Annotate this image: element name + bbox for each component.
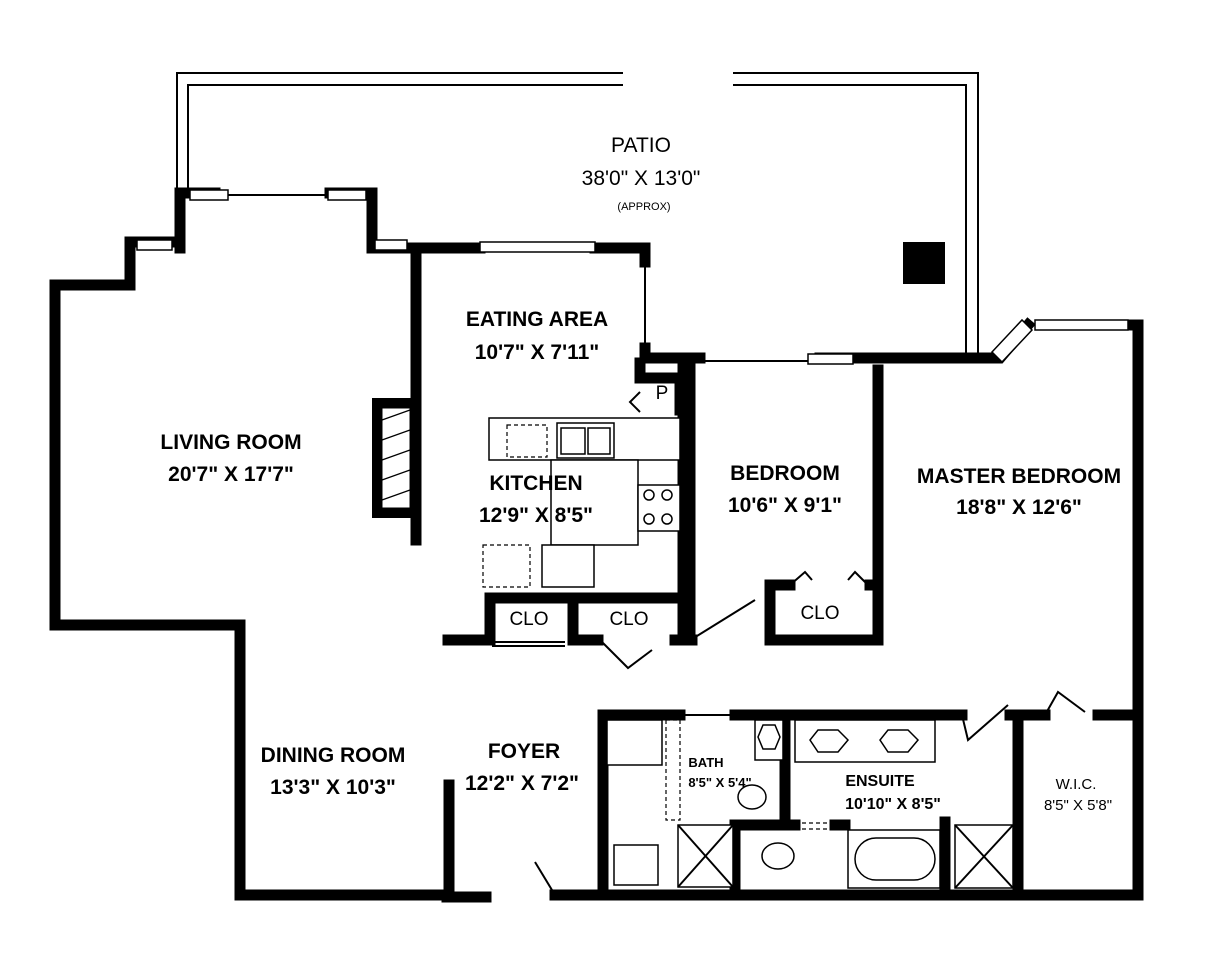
fridge — [482, 544, 531, 588]
patio-name: PATIO — [611, 134, 671, 157]
washer — [606, 719, 663, 766]
windows — [136, 189, 1129, 365]
wic-dims: 8'5" X 5'8" — [1044, 797, 1112, 814]
ensuite-name: ENSUITE — [845, 773, 915, 790]
wic-name: W.I.C. — [1056, 776, 1097, 793]
dryer — [613, 844, 659, 886]
closet-label-1: CLO — [509, 609, 548, 630]
bath-toilet — [737, 784, 767, 810]
patio-outline — [176, 72, 979, 355]
bedroom-dims: 10'6" X 9'1" — [728, 494, 842, 517]
bath-sink — [757, 724, 781, 750]
kitchen-dims: 12'9" X 8'5" — [479, 504, 593, 527]
living-room-name: LIVING ROOM — [160, 431, 301, 454]
bath-name: BATH — [688, 755, 723, 770]
dining-room-name: DINING ROOM — [261, 744, 406, 767]
patio-dims: 38'0" X 13'0" — [582, 167, 701, 190]
kitchen-fixtures — [482, 417, 681, 588]
living-room-dims: 20'7" X 17'7" — [168, 463, 294, 486]
bath-dims: 8'5" X 5'4" — [688, 775, 751, 790]
ensuite-dims: 10'10" X 8'5" — [845, 796, 941, 813]
closet-label-3: CLO — [800, 603, 839, 624]
patio-note: (APPROX) — [617, 201, 670, 213]
fireplace — [372, 398, 412, 518]
closet-label-2: CLO — [609, 609, 648, 630]
dishwasher — [506, 424, 548, 458]
interior-walls — [410, 246, 1051, 899]
kitchen-name: KITCHEN — [489, 472, 582, 495]
eating-area-name: EATING AREA — [466, 308, 608, 331]
dining-room-dims: 13'3" X 10'3" — [270, 776, 396, 799]
master-bedroom-name: MASTER BEDROOM — [917, 465, 1121, 488]
foyer-dims: 12'2" X 7'2" — [465, 772, 579, 795]
bedroom-name: BEDROOM — [730, 462, 840, 485]
master-bedroom-dims: 18'8" X 12'6" — [956, 496, 1082, 519]
doors — [492, 391, 1086, 896]
patio-post — [903, 242, 945, 284]
ensuite-toilet — [761, 842, 795, 870]
bath-fixtures — [606, 719, 1014, 889]
pantry-label: P — [656, 383, 669, 404]
eating-area-dims: 10'7" X 7'11" — [475, 341, 600, 364]
foyer-name: FOYER — [488, 740, 560, 763]
